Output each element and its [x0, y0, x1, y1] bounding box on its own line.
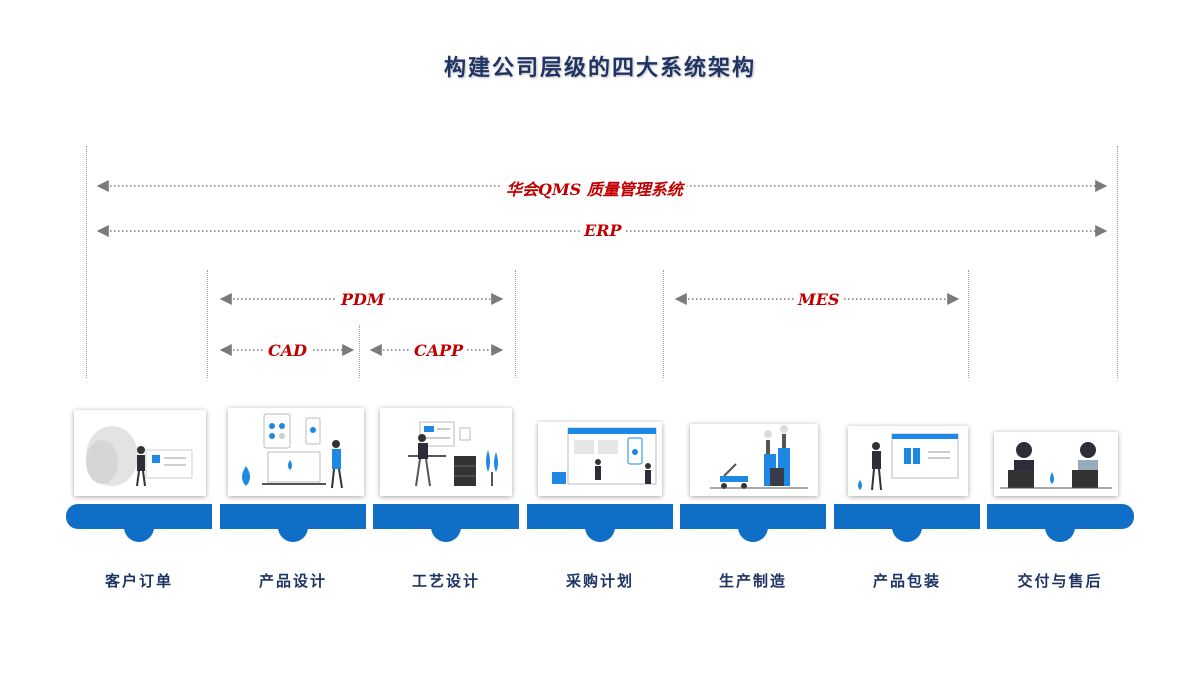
capp-label: CAPP	[410, 341, 468, 360]
purchase-illustration	[552, 427, 657, 485]
step-label-purchase: 采购计划	[565, 572, 634, 590]
guide-line-pdm-start	[207, 270, 208, 378]
step-label-manufacturing: 生产制造	[718, 572, 787, 590]
step-label-delivery: 交付与售后	[1017, 572, 1103, 590]
process-illustration	[408, 421, 498, 487]
step-label-order: 客户订单	[104, 572, 173, 590]
step-image-packaging	[848, 426, 968, 496]
pdm-label: PDM	[337, 290, 389, 309]
guide-line-pdm-end	[515, 270, 516, 378]
guide-line-left	[86, 146, 87, 378]
order-illustration	[86, 426, 193, 487]
step-label-packaging: 产品包装	[872, 572, 941, 590]
qms-label: 华会QMS 质量管理系统	[502, 176, 687, 200]
step-image-order	[74, 410, 206, 496]
step-image-design	[228, 408, 364, 496]
guide-line-right	[1117, 146, 1118, 378]
timeline-node-1	[124, 522, 154, 542]
step-image-process	[380, 408, 512, 496]
step-image-delivery	[994, 432, 1118, 496]
timeline-node-5	[738, 522, 768, 542]
erp-label: ERP	[580, 221, 626, 240]
step-image-manufacturing	[690, 424, 818, 496]
timeline-node-2	[278, 522, 308, 542]
timeline-node-4	[585, 522, 615, 542]
step-image-purchase	[538, 422, 662, 496]
timeline-node-3	[431, 522, 461, 542]
mes-label: MES	[794, 290, 844, 309]
guide-line-mes-start	[663, 270, 664, 378]
step-label-process: 工艺设计	[411, 572, 480, 590]
timeline-node-6	[892, 522, 922, 542]
design-illustration	[242, 413, 343, 489]
guide-line-mes-end	[968, 270, 969, 378]
timeline-node-7	[1045, 522, 1075, 542]
step-label-design: 产品设计	[258, 572, 327, 590]
guide-line-cad-capp	[359, 325, 360, 378]
delivery-illustration	[1000, 442, 1112, 489]
packaging-illustration	[858, 433, 959, 491]
manufacturing-illustration	[710, 425, 808, 489]
page-title: 构建公司层级的四大系统架构	[443, 55, 756, 81]
cad-label: CAD	[264, 341, 312, 360]
